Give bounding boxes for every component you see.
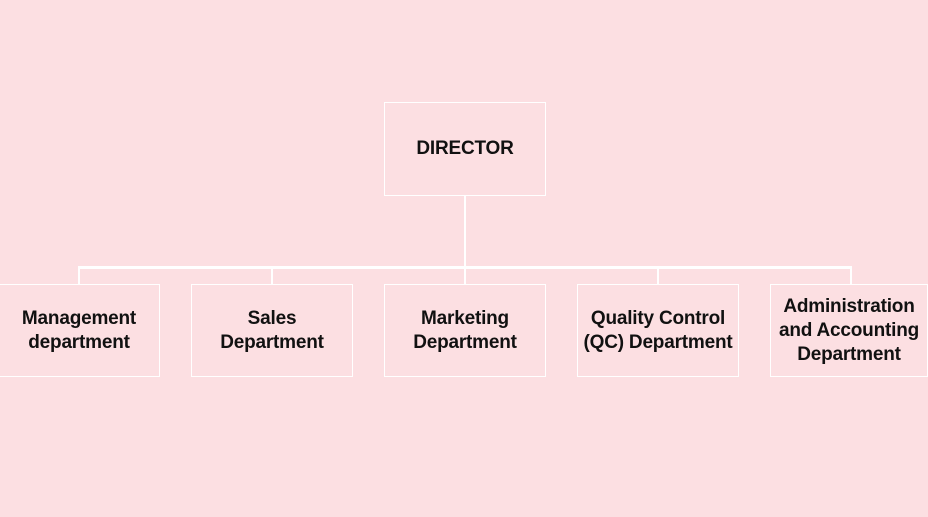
sales-department-box: Sales Department <box>191 284 353 377</box>
child-connector-management <box>78 266 80 284</box>
child-connector-marketing <box>464 266 466 284</box>
marketing-department-box: Marketing Department <box>384 284 546 377</box>
administration-accounting-department-box: Administration and Accounting Department <box>770 284 928 377</box>
child-connector-qc <box>657 266 659 284</box>
management-department-box: Management department <box>0 284 160 377</box>
child-connector-administration <box>850 266 852 284</box>
marketing-department-label: Marketing Department <box>413 307 517 353</box>
qc-department-box: Quality Control (QC) Department <box>577 284 739 377</box>
qc-department-label: Quality Control (QC) Department <box>583 307 733 353</box>
management-department-label: Management department <box>21 307 137 353</box>
director-box: DIRECTOR <box>384 102 546 196</box>
child-connector-sales <box>271 266 273 284</box>
administration-accounting-department-label: Administration and Accounting Department <box>778 295 920 365</box>
director-label: DIRECTOR <box>416 138 514 159</box>
sales-department-label: Sales Department <box>220 307 324 353</box>
root-connector <box>464 196 466 267</box>
